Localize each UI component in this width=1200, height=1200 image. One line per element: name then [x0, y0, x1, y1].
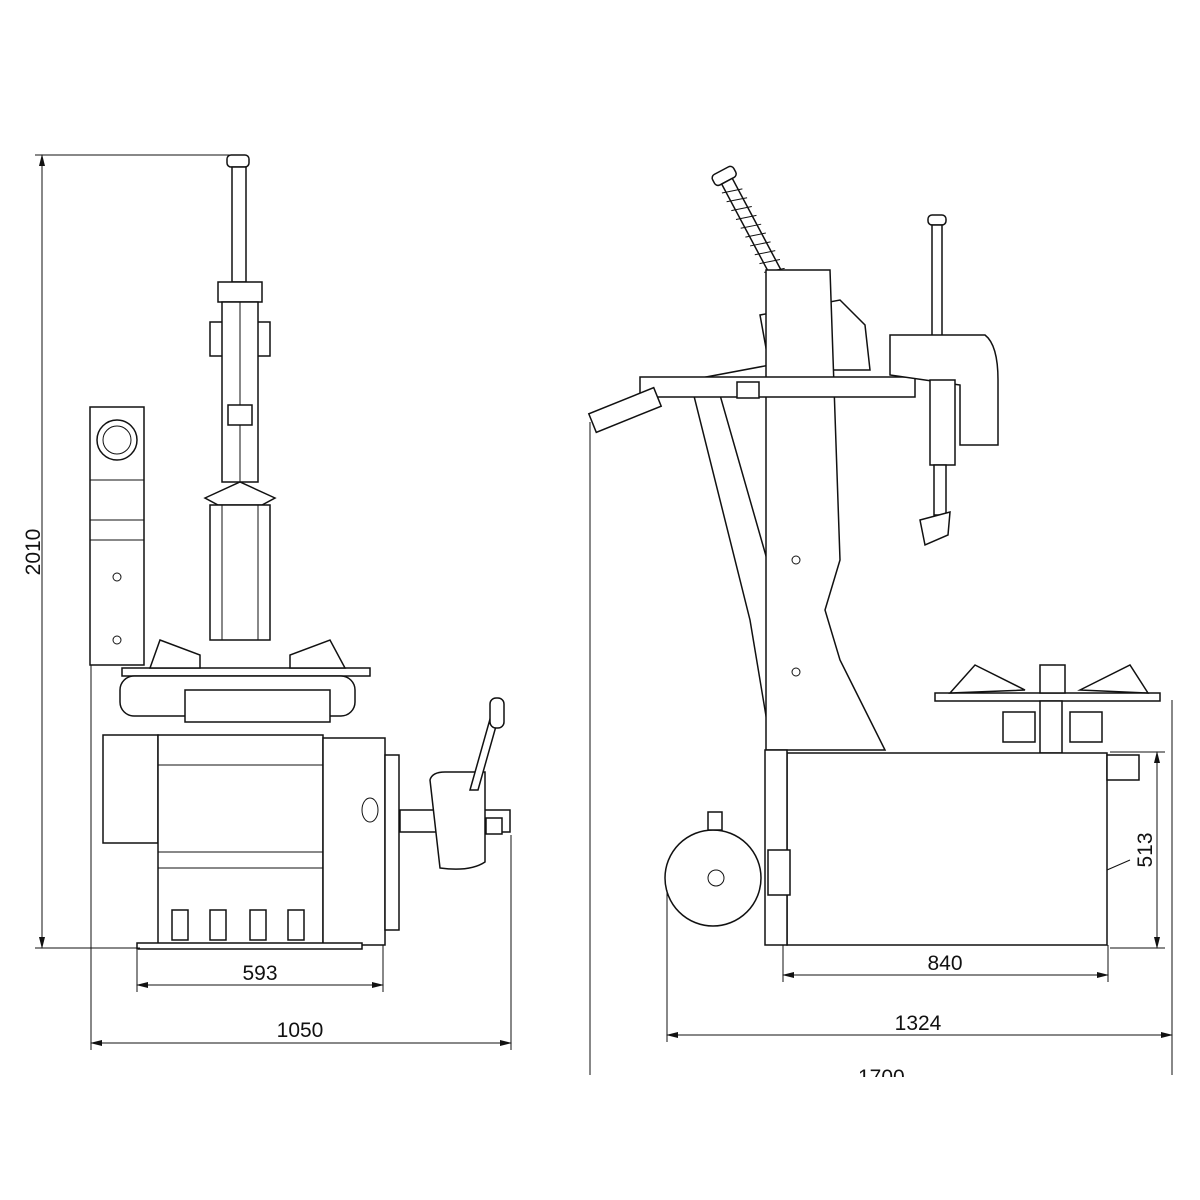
height-label: 2010: [22, 529, 45, 576]
mount-tool: [919, 510, 951, 547]
turntable: [121, 667, 371, 677]
column-handle-cap: [226, 154, 250, 168]
base-width-label: 593: [242, 962, 277, 985]
cabinet-height-label: 513: [1134, 832, 1157, 867]
total-depth-label: 1324: [895, 1012, 942, 1035]
mount-head: [203, 481, 277, 506]
horizontal-arm: [639, 376, 916, 398]
front-view: [89, 154, 511, 950]
overall-depth-label-clipped: 1700: [858, 1066, 918, 1077]
base-plate: [136, 942, 363, 950]
cabinet-depth-label: 840: [927, 952, 962, 975]
side-dimensions: 840 1324 513: [589, 422, 1173, 1075]
vertical-shaft: [231, 166, 247, 283]
clamp-cylinder: [184, 689, 331, 723]
total-width-label: 1050: [277, 1019, 324, 1042]
side-turntable: [934, 692, 1161, 702]
overall-depth-label: 1700: [858, 1066, 918, 1077]
column-head: [217, 281, 263, 303]
wheel-lift-roller: [664, 829, 762, 927]
side-view: [587, 165, 1161, 946]
cabinet-side: [322, 737, 386, 946]
front-dimensions: 2010 593 1050: [22, 154, 512, 1050]
foot-pedals[interactable]: [171, 909, 305, 941]
lower-column: [209, 504, 271, 641]
side-tank: [102, 734, 159, 844]
side-cabinet: [786, 752, 1108, 946]
mount-arm-head: [889, 334, 999, 446]
lever-plate: [429, 771, 486, 870]
